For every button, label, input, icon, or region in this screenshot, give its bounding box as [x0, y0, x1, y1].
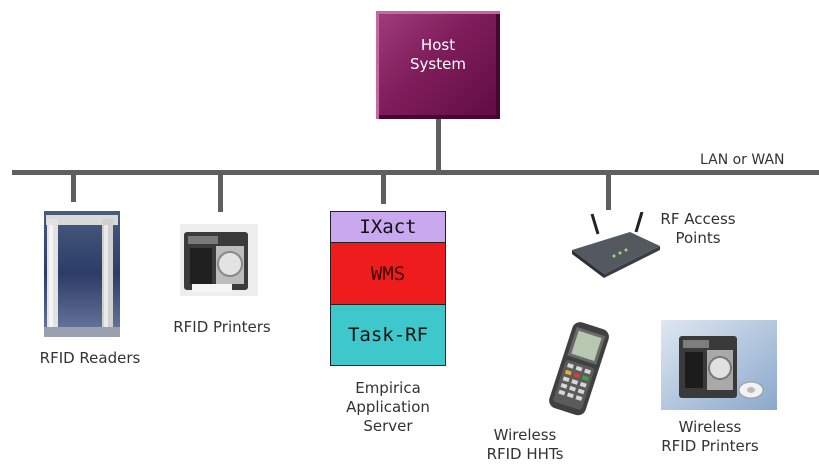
rfid-handheld-image	[549, 322, 609, 416]
hht-label-line2: RFID HHTs	[486, 445, 564, 463]
host-label-line1: Host	[420, 36, 456, 54]
host-system-box: Host System	[376, 11, 500, 119]
wireless-printers-label-line1: Wireless	[678, 418, 742, 436]
access-points-label: RF Access Points	[648, 210, 748, 248]
rfid-printer-image	[180, 224, 258, 296]
hht-label-line1: Wireless	[493, 426, 557, 444]
network-bus	[12, 170, 819, 175]
network-label: LAN or WAN	[700, 152, 785, 168]
server-label: Empirica Application Server	[318, 379, 458, 436]
printers-label: RFID Printers	[173, 318, 271, 336]
rf-access-point-image	[572, 212, 660, 278]
host-label-line2: System	[410, 55, 466, 73]
drop-readers	[71, 174, 76, 202]
wireless-rfid-printer-image	[661, 320, 777, 410]
drop-access-points	[606, 174, 611, 210]
drop-printers	[218, 174, 223, 212]
hht-label: Wireless RFID HHTs	[470, 426, 580, 464]
wireless-printers-label-line2: RFID Printers	[661, 437, 759, 455]
readers-label: RFID Readers	[39, 349, 141, 367]
ixact-layer: IXact	[330, 211, 446, 243]
task-rf-layer: Task-RF	[330, 304, 446, 366]
server-label-line1: Empirica	[355, 379, 421, 397]
server-label-line2: Application	[346, 398, 430, 416]
server-label-line3: Server	[363, 417, 413, 435]
rfid-reader-portal-image	[44, 211, 120, 337]
access-points-label-line1: RF Access	[660, 210, 736, 228]
wms-layer: WMS	[330, 242, 446, 305]
wireless-printers-label: Wireless RFID Printers	[640, 418, 780, 456]
access-points-label-line2: Points	[675, 229, 721, 247]
drop-server	[381, 174, 386, 204]
host-connector	[436, 119, 441, 171]
